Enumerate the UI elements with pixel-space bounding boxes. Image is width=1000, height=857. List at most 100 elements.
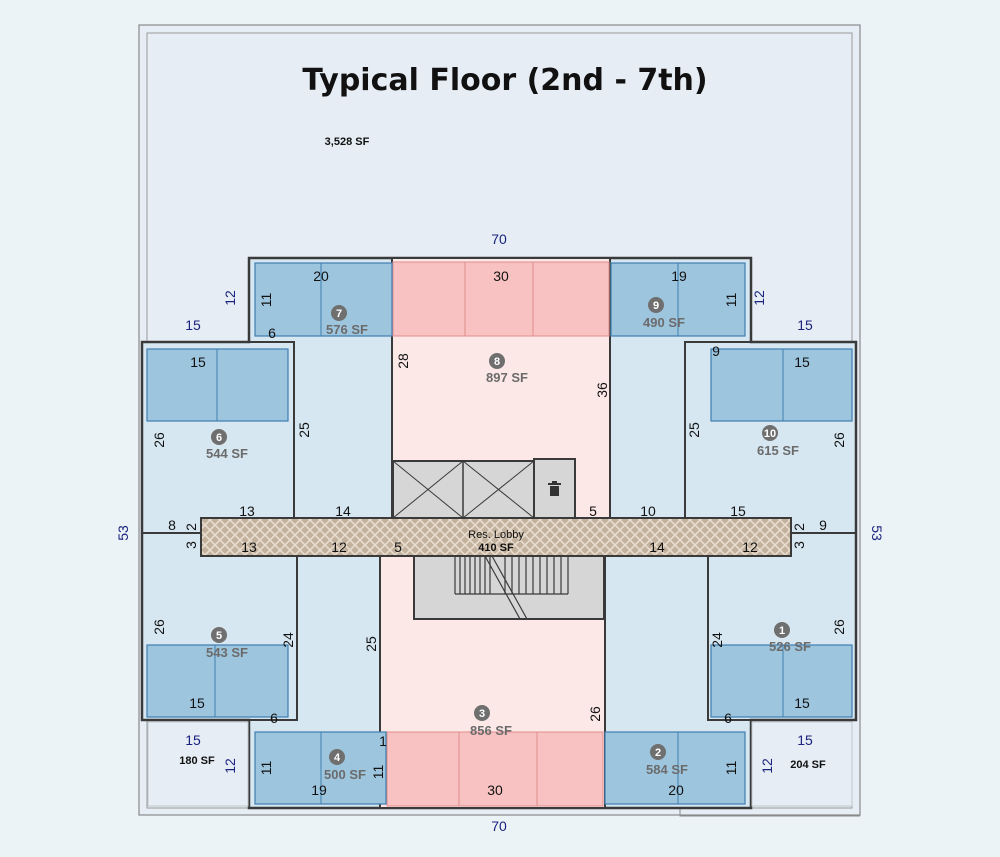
svg-text:10: 10 [640,503,656,519]
svg-text:12: 12 [751,290,767,306]
svg-text:19: 19 [311,782,327,798]
unit-5-balcony [146,644,289,718]
svg-text:12: 12 [759,758,775,774]
svg-text:7: 7 [336,308,342,320]
unit-10-balcony [710,348,853,422]
svg-text:500 SF: 500 SF [324,767,366,782]
svg-text:15: 15 [797,732,813,748]
svg-text:5: 5 [394,539,402,555]
unit-1-balcony [710,644,853,718]
svg-text:5: 5 [589,503,597,519]
svg-text:4: 4 [334,752,341,764]
unit-2-tag: 2 584 SF [646,744,688,777]
svg-text:3: 3 [183,541,199,549]
svg-text:615 SF: 615 SF [757,443,799,458]
unit-7-tag: 7 576 SF [326,305,368,337]
svg-text:2: 2 [791,523,807,531]
svg-text:25: 25 [296,422,312,438]
svg-text:2: 2 [183,523,199,531]
svg-text:584 SF: 584 SF [646,762,688,777]
svg-text:15: 15 [794,354,810,370]
unit-7-balcony [254,262,393,337]
svg-text:8: 8 [168,517,176,533]
terrace-left-area: 180 SF [179,755,215,767]
unit-6-balcony [146,348,289,422]
page-title: Typical Floor (2nd - 7th) [302,63,707,98]
svg-text:12: 12 [222,758,238,774]
svg-text:11: 11 [258,761,274,776]
svg-text:12: 12 [331,539,347,555]
svg-text:12: 12 [222,290,238,306]
svg-text:15: 15 [190,354,206,370]
svg-text:15: 15 [185,317,201,333]
svg-text:1: 1 [779,625,785,637]
unit-3-tag: 3 856 SF [470,705,512,738]
terrace-right-area: 204 SF [790,759,826,771]
svg-text:36: 36 [594,382,610,398]
unit-1-tag: 1 526 SF [769,622,811,654]
unit-6-tag: 6 544 SF [206,429,248,461]
svg-text:26: 26 [831,619,847,635]
terrace-left [147,721,249,807]
unit-10-tag: 10 615 SF [757,425,799,458]
svg-text:3: 3 [791,541,807,549]
svg-text:14: 14 [335,503,351,519]
svg-text:11: 11 [723,293,739,308]
svg-text:12: 12 [742,539,758,555]
svg-text:26: 26 [831,432,847,448]
svg-text:30: 30 [487,782,503,798]
svg-text:15: 15 [730,503,746,519]
svg-text:70: 70 [491,818,507,834]
svg-text:11: 11 [723,761,739,776]
svg-text:25: 25 [363,636,379,652]
site-offset-line [679,808,860,817]
svg-text:24: 24 [280,632,296,648]
svg-text:526 SF: 526 SF [769,639,811,654]
svg-text:14: 14 [649,539,665,555]
unit-9-tag: 9 490 SF [643,297,685,330]
svg-text:10: 10 [764,428,776,440]
svg-text:9: 9 [653,300,659,312]
unit-8-balcony [392,261,610,337]
unit-2-balcony [604,731,746,805]
lobby-area: 410 SF [478,542,514,554]
interior-dimensions: 20 11 30 19 11 15 15 26 26 25 25 28 36 6… [151,268,847,798]
lobby-label: Res. Lobby [468,529,524,541]
svg-text:53: 53 [115,525,131,541]
svg-text:25: 25 [686,422,702,438]
svg-text:6: 6 [270,710,278,726]
unit-3-balcony [386,731,604,807]
outer-area-label: 3,528 SF [325,136,370,148]
svg-text:543 SF: 543 SF [206,645,248,660]
svg-text:856 SF: 856 SF [470,723,512,738]
interior-walls [142,258,856,721]
svg-text:19: 19 [671,268,687,284]
svg-text:15: 15 [794,695,810,711]
elevator-core [392,460,535,519]
svg-text:15: 15 [189,695,205,711]
svg-text:6: 6 [268,325,276,341]
unit-9-balcony [610,262,746,337]
svg-text:6: 6 [216,432,222,444]
svg-text:11: 11 [370,765,386,780]
stair-core [413,555,605,620]
svg-text:5: 5 [216,630,222,642]
unit-4-balcony [254,731,387,805]
svg-text:26: 26 [151,619,167,635]
svg-text:13: 13 [239,503,255,519]
svg-text:576 SF: 576 SF [326,322,368,337]
svg-text:53: 53 [869,525,885,541]
svg-text:1: 1 [379,733,387,749]
svg-text:26: 26 [587,706,603,722]
svg-text:490 SF: 490 SF [643,315,685,330]
svg-text:20: 20 [313,268,329,284]
svg-text:70: 70 [491,231,507,247]
trash-icon [548,481,561,496]
svg-text:28: 28 [395,353,411,369]
svg-text:11: 11 [258,293,274,308]
svg-text:24: 24 [709,632,725,648]
svg-text:6: 6 [724,710,732,726]
svg-text:9: 9 [819,517,827,533]
